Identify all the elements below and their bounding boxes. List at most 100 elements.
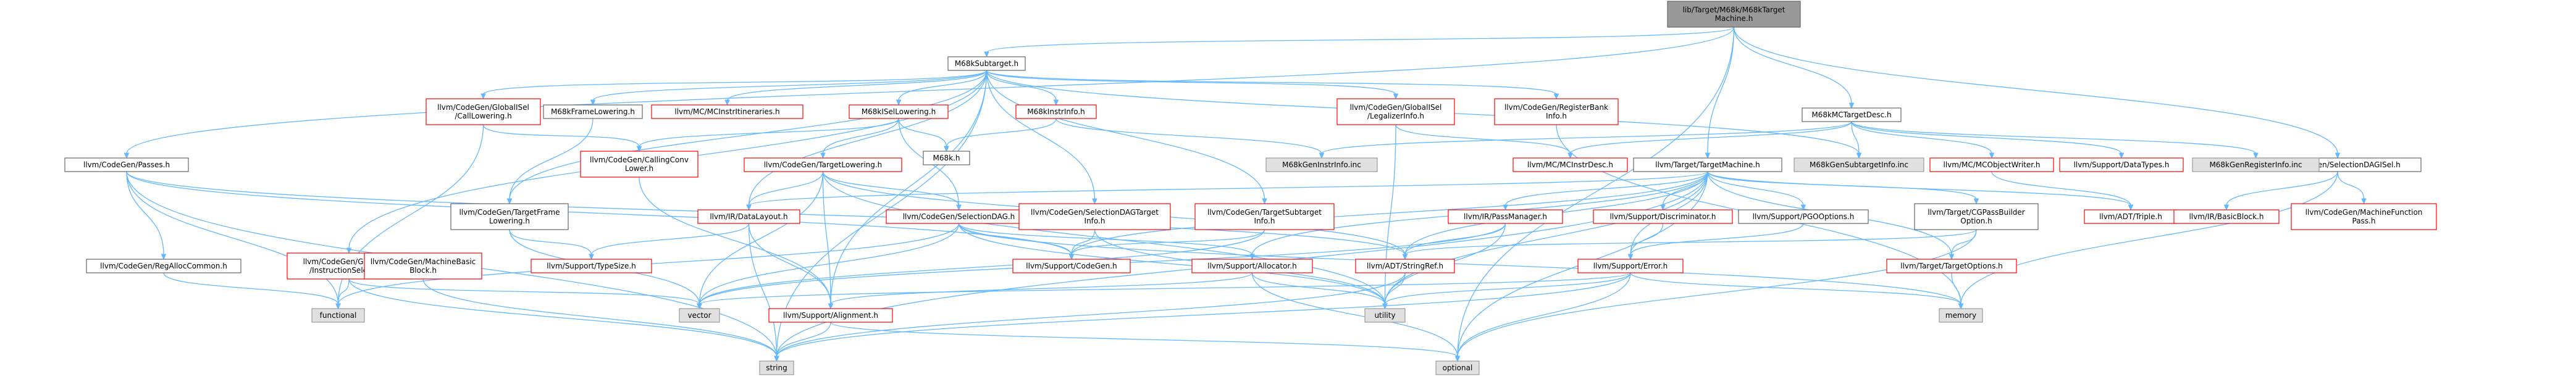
node-target_targetoptions[interactable]: llvm/Target/TargetOptions.h: [1886, 259, 2017, 273]
edge-support_error-to-memory: [1630, 272, 1964, 310]
node-mcobjectwriter[interactable]: llvm/MC/MCObjectWriter.h: [1929, 157, 2054, 172]
node-codegen_passes[interactable]: llvm/CodeGen/Passes.h: [64, 157, 189, 172]
edge-line: [699, 171, 824, 305]
node-label: llvm/CodeGen/RegisterBank: [1504, 103, 1608, 112]
node-label: Lowering.h: [489, 217, 530, 225]
edge-arrowhead: [1454, 356, 1461, 362]
node-support_allocator[interactable]: llvm/Support/Allocator.h: [1191, 259, 1313, 273]
node-box: [679, 308, 720, 323]
edge-arrowhead: [1989, 152, 1995, 159]
edge-support_allocator-to-utility: [1251, 272, 1388, 310]
edge-m68kmctargetdesc-to-m68kgenregisterinfo: [1851, 121, 2259, 159]
node-box: [697, 209, 800, 224]
node-box: [2291, 203, 2437, 230]
node-ir_basicblock[interactable]: llvm/IR/BasicBlock.h: [2173, 209, 2280, 224]
edge-line: [2226, 171, 2338, 206]
node-mcinstrdesc[interactable]: llvm/MC/MCInstrDesc.h: [1512, 157, 1628, 172]
edge-line: [699, 223, 960, 305]
edge-line: [1707, 27, 1735, 154]
edge-line: [1951, 229, 1977, 256]
edge-arrowhead: [724, 99, 730, 106]
node-box: [450, 203, 569, 230]
edge-arrowhead: [2118, 152, 2125, 159]
node-box: [1512, 157, 1628, 172]
edge-line: [1071, 229, 1265, 256]
edge-line: [822, 171, 1386, 305]
edge-arrowhead: [1958, 303, 1964, 310]
edge-line: [748, 70, 988, 206]
node-label: llvm/Support/DataTypes.h: [2074, 160, 2170, 169]
node-m68k_h[interactable]: M68k.h: [923, 151, 970, 165]
node-box: [1265, 157, 1378, 172]
node-support_alignment[interactable]: llvm/Support/Alignment.h: [768, 308, 893, 323]
node-m68ksubtarget[interactable]: M68kSubtarget.h: [947, 56, 1026, 71]
node-globalisel_calllowering[interactable]: llvm/CodeGen/GlobalISel/CallLowering.h: [426, 98, 541, 125]
node-m68kinstrinfo[interactable]: M68kInstrInfo.h: [1015, 104, 1097, 119]
edge-line: [1071, 171, 1708, 256]
edge-line: [1321, 121, 1852, 154]
node-utility: utility: [1364, 308, 1406, 323]
node-target_targetmachine[interactable]: llvm/Target/TargetMachine.h: [1633, 157, 1782, 172]
node-targetlowering[interactable]: llvm/CodeGen/TargetLowering.h: [744, 157, 902, 172]
node-support_discriminator[interactable]: llvm/Support/Discriminator.h: [1593, 209, 1733, 224]
node-support_pgooptions[interactable]: llvm/Support/PGOOptions.h: [1738, 209, 1869, 224]
edge-line: [639, 118, 899, 148]
node-box: [1191, 259, 1313, 273]
node-optional: optional: [1435, 360, 1480, 375]
node-label: M68kISelLowering.h: [862, 107, 936, 116]
node-m68kisellowering[interactable]: M68kISelLowering.h: [849, 104, 949, 119]
node-adt_stringref[interactable]: llvm/ADT/StringRef.h: [1355, 259, 1455, 273]
node-ir_datalayout[interactable]: llvm/IR/DataLayout.h: [697, 209, 800, 224]
node-globalisel_legalizerinfo[interactable]: llvm/CodeGen/GlobalISel/LegalizerInfo.h: [1336, 98, 1455, 125]
edge-arrowhead: [956, 204, 962, 211]
edge-m68ksubtarget-to-selectiondagtargetinfo: [986, 70, 1097, 205]
node-label: Block.h: [409, 266, 437, 275]
node-regalloccommon[interactable]: llvm/CodeGen/RegAllocCommon.h: [86, 259, 241, 273]
edge-support_error-to-string: [774, 272, 1631, 362]
edge-support_error-to-vector: [697, 272, 1631, 310]
edge-m68ksubtarget-to-m68kisellowering: [896, 70, 988, 106]
node-support_error[interactable]: llvm/Support/Error.h: [1577, 259, 1684, 273]
node-selectiondag[interactable]: llvm/CodeGen/SelectionDAG.h: [886, 209, 1032, 224]
edge-line: [1251, 272, 1386, 305]
edge-line: [830, 272, 1253, 305]
edge-codegen_passes-to-regalloccommon: [126, 171, 167, 260]
edge-arrowhead: [820, 152, 826, 159]
node-label: M68kGenInstrInfo.inc: [1282, 160, 1361, 169]
edge-globalisel_legalizerinfo-to-utility: [1382, 124, 1396, 310]
edge-m68kmctargetdesc-to-mcinstrdesc: [1567, 121, 1852, 159]
node-label: /CallLowering.h: [455, 112, 511, 120]
node-box: [2173, 209, 2280, 224]
edge-arrowhead: [984, 51, 989, 58]
node-m68kmctargetdesc[interactable]: M68kMCTargetDesc.h: [1802, 107, 1902, 122]
edge-line: [822, 171, 960, 206]
node-ir_passmanager[interactable]: llvm/IR/PassManager.h: [1448, 209, 1563, 224]
node-label: M68kSubtarget.h: [955, 59, 1018, 68]
edge-arrowhead: [480, 93, 486, 100]
edge-line: [348, 278, 700, 305]
node-support_codegen[interactable]: llvm/Support/CodeGen.h: [1012, 259, 1131, 273]
node-support_datatypes[interactable]: llvm/Support/DataTypes.h: [2059, 157, 2184, 172]
edge-line: [126, 171, 164, 256]
edge-m68kisellowering-to-m68k_h: [898, 118, 949, 152]
edge-line: [1707, 171, 1804, 206]
edge-root-to-optional: [1454, 27, 1735, 362]
node-adt_triple[interactable]: llvm/ADT/Triple.h: [2084, 209, 2178, 224]
node-label: Info.h: [1254, 217, 1275, 225]
edge-m68kmctargetdesc-to-support_datatypes: [1851, 121, 2125, 159]
edge-arrowhead: [124, 152, 130, 159]
node-m68kframelowering[interactable]: M68kFrameLowering.h: [543, 104, 643, 119]
edge-root-to-codegen_passes: [124, 27, 1735, 159]
node-mcinstritineraries[interactable]: llvm/MC/MCInstrItineraries.h: [651, 104, 803, 119]
node-support_typesize[interactable]: llvm/Support/TypeSize.h: [531, 259, 652, 273]
node-box: [1929, 157, 2054, 172]
